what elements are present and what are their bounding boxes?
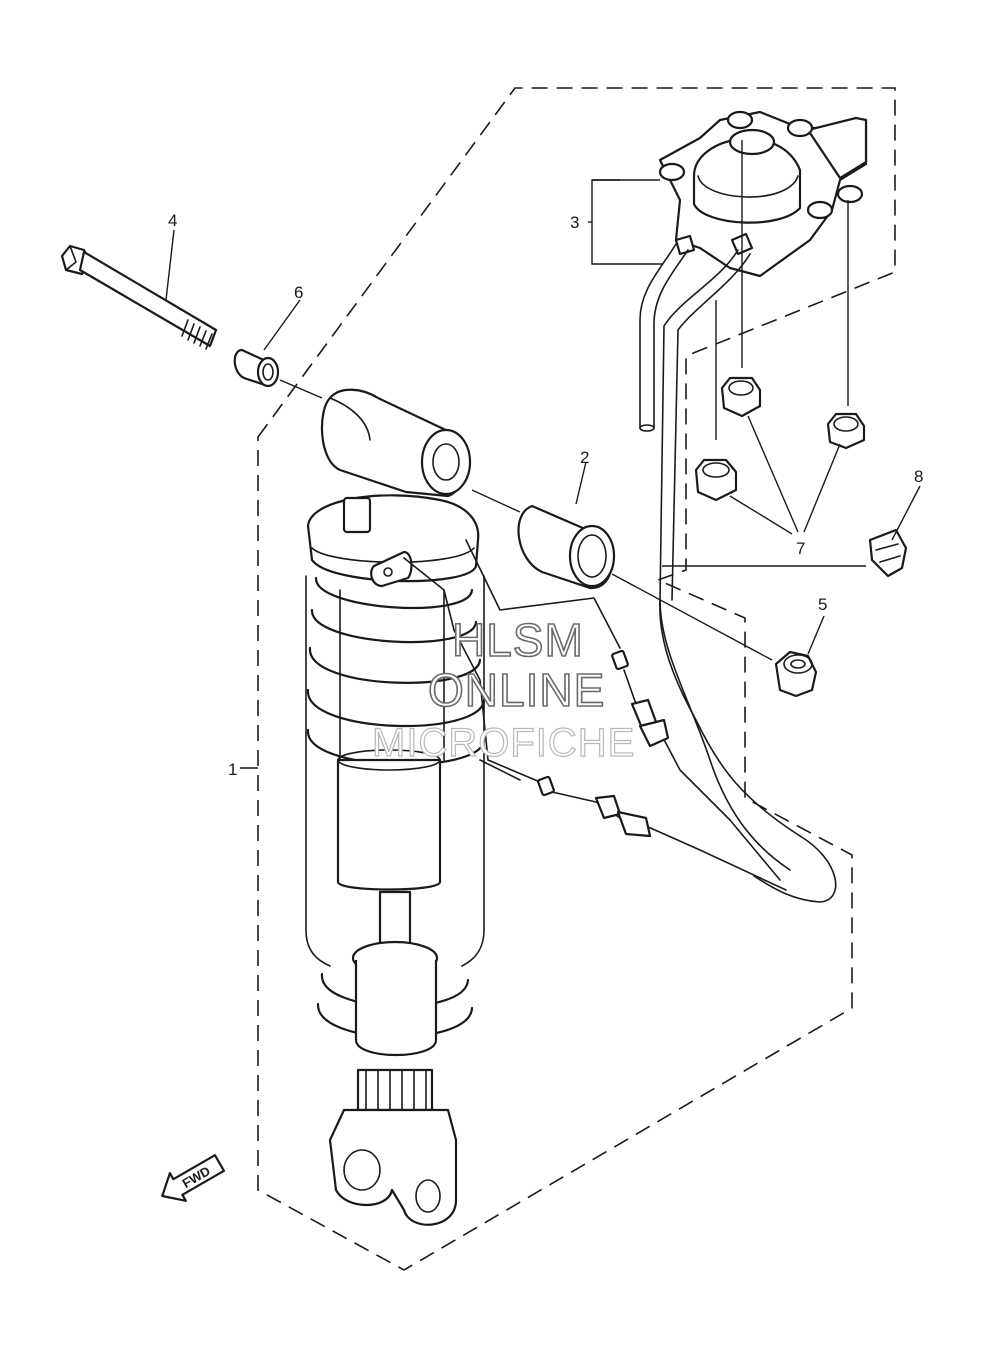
shock-absorber-part [305,388,486,1226]
watermark-line-3: MICROFICHE [372,721,635,765]
watermark-line-2: ONLINE [428,664,605,716]
watermark: HLSM ONLINE MICROFICHE [371,613,635,765]
callout-8[interactable]: 8 [914,467,923,486]
assembly-boundary-dashed [257,87,896,1271]
callout-1[interactable]: 1 [228,760,237,779]
grommet-2 [826,412,866,450]
grommet-3 [694,458,738,502]
collar-small-part [233,348,280,388]
grommets-part [694,376,866,502]
callout-3[interactable]: 3 [570,213,579,232]
adjuster-assembly-part [639,110,868,903]
callout-4[interactable]: 4 [168,211,177,230]
bolt-part [60,244,218,350]
callout-6[interactable]: 6 [294,283,303,302]
grommet-1 [720,376,762,418]
forward-arrow-icon: FWD [161,1154,226,1202]
nut-part [774,650,818,698]
callout-7[interactable]: 7 [796,539,805,558]
collar-part [517,504,616,590]
callout-2[interactable]: 2 [580,448,589,467]
adjuster-cables [403,539,787,891]
callout-5[interactable]: 5 [818,595,827,614]
watermark-line-1: HLSM [452,614,584,666]
clip-part [868,528,908,578]
